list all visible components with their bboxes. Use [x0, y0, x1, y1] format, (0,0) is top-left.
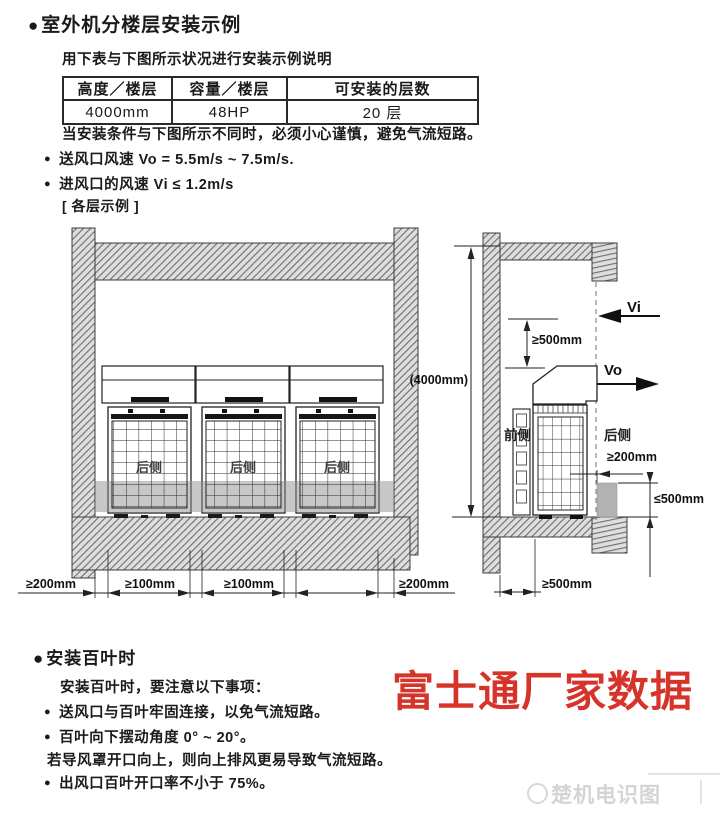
front-side-label: 前侧 [504, 427, 531, 443]
side-floor-slab [482, 516, 593, 538]
side-view: (4000mm) Vi Vo ≥500mm [410, 232, 704, 597]
install-bullet-2: ● 进风口的风速 Vi ≤ 1.2m/s [44, 173, 234, 194]
front-top-slab [94, 242, 395, 281]
section1-title-text: 室外机分楼层安装示例 [41, 15, 242, 36]
front-dim-left-label: ≥200mm [26, 577, 76, 591]
bullet-icon: ● [44, 178, 52, 190]
height-dimension: (4000mm) [410, 245, 500, 518]
top-clearance-label: ≥500mm [532, 333, 582, 347]
louver-bullet-3: ● 出风口百叶开口率不小于 75%。 [44, 772, 274, 793]
install-bullet-2-text: 进风口的风速 Vi ≤ 1.2m/s [59, 177, 234, 193]
outlet-label: Vo [604, 362, 622, 379]
bullet-icon: ● [44, 706, 52, 718]
bullet-icon: ● [44, 153, 52, 165]
height-dim-label: (4000mm) [410, 373, 468, 387]
louver-bullet-2: ● 百叶向下摆动角度 0° ~ 20°。 [44, 726, 255, 747]
section2-bullet-icon: ● [33, 649, 45, 668]
spec-value-floors: 20 层 [286, 99, 479, 125]
spec-header-floors: 可安装的层数 [286, 76, 479, 101]
front-dim-arrows [83, 589, 406, 597]
top-clearance-dimension: ≥500mm [505, 318, 582, 369]
install-spec-table: 高度／楼层 容量／楼层 可安装的层数 4000mm 48HP 20 层 [62, 76, 479, 125]
front-clearance-label: ≥500mm [542, 577, 592, 591]
front-clearance-dimension: ≥500mm [494, 539, 592, 597]
inlet-label: Vi [627, 299, 641, 316]
side-parapet [596, 482, 618, 518]
bullet-icon: ● [44, 731, 52, 743]
section2-title: ●安装百叶时 [33, 644, 136, 669]
louver-bullet-1: ● 送风口与百叶牢固连接，以免气流短路。 [44, 701, 329, 722]
front-floor-slab [71, 516, 411, 571]
spec-value-height: 4000mm [62, 99, 173, 125]
louver-note: 若导风罩开口向上，则向上排风更易导致气流短路。 [47, 753, 392, 769]
parapet-height-label: ≤500mm [654, 492, 704, 506]
rear-side-label: 后侧 [604, 427, 631, 443]
watermark-logo-icon [527, 783, 548, 804]
install-intro: 用下表与下图所示状况进行安装示例说明 [62, 52, 332, 68]
unit2-grille [205, 420, 282, 509]
section1-title: ●室外机分楼层安装示例 [28, 10, 241, 37]
unit2-rear-label: 后侧 [230, 460, 256, 475]
unit1-grille [111, 420, 188, 509]
parapet-height-dimension: ≤500mm [618, 472, 704, 577]
louver-intro: 安装百叶时，要注意以下事项： [60, 680, 270, 696]
manufacturer-stamp: 富士通厂家数据 [392, 668, 694, 715]
section1-bullet-icon: ● [28, 16, 40, 35]
unit3-rear-label: 后侧 [324, 460, 350, 475]
spec-header-row: 高度／楼层 容量／楼层 可安装的层数 [62, 76, 479, 101]
example-note: [ 各层示例 ] [62, 198, 140, 214]
inlet-airflow-arrow: Vi [598, 299, 660, 323]
louver-bullet-1-text: 送风口与百叶牢固连接，以免气流短路。 [59, 705, 330, 721]
rear-clearance-label: ≥200mm [607, 450, 657, 464]
side-wall [482, 232, 501, 574]
install-bullet-1: ● 送风口风速 Vo = 5.5m/s ~ 7.5m/s. [44, 148, 294, 169]
watermark: 楚机电识图 [527, 779, 661, 809]
watermark-prefix: 楚 [551, 784, 573, 807]
spec-header-height: 高度／楼层 [62, 76, 173, 101]
watermark-line-top [648, 773, 720, 775]
unit1-rear-label: 后侧 [136, 460, 162, 475]
spec-value-capacity: 48HP [171, 99, 288, 125]
louver-bullet-3-text: 出风口百叶开口率不小于 75%。 [59, 776, 275, 792]
watermark-line-right [700, 780, 702, 804]
side-floor-edge [591, 516, 628, 554]
front-dim-right-label: ≥200mm [399, 577, 449, 591]
front-left-wall [71, 227, 96, 579]
watermark-text: 机电识图 [573, 784, 661, 807]
side-hanging-beam [591, 242, 618, 282]
front-right-wall [393, 227, 419, 556]
spec-value-row: 4000mm 48HP 20 层 [62, 99, 479, 125]
install-caution: 当安装条件与下图所示不同时，必须小心谨慎，避免气流短路。 [62, 127, 482, 143]
front-dim-gap1-label: ≥100mm [125, 577, 175, 591]
bullet-icon: ● [44, 777, 52, 789]
section2-title-text: 安装百叶时 [46, 649, 137, 668]
unit3-grille [299, 420, 376, 509]
rear-clearance-dimension: ≥200mm [570, 450, 657, 483]
side-outdoor-unit [512, 365, 598, 519]
install-bullet-1-text: 送风口风速 Vo = 5.5m/s ~ 7.5m/s. [59, 152, 295, 168]
front-view: 后侧 后侧 后侧 [18, 227, 455, 598]
spec-header-capacity: 容量／楼层 [171, 76, 288, 101]
outlet-airflow-arrow: Vo [597, 362, 659, 391]
front-dim-gap2-label: ≥100mm [224, 577, 274, 591]
louver-bullet-2-text: 百叶向下摆动角度 0° ~ 20°。 [59, 730, 255, 746]
